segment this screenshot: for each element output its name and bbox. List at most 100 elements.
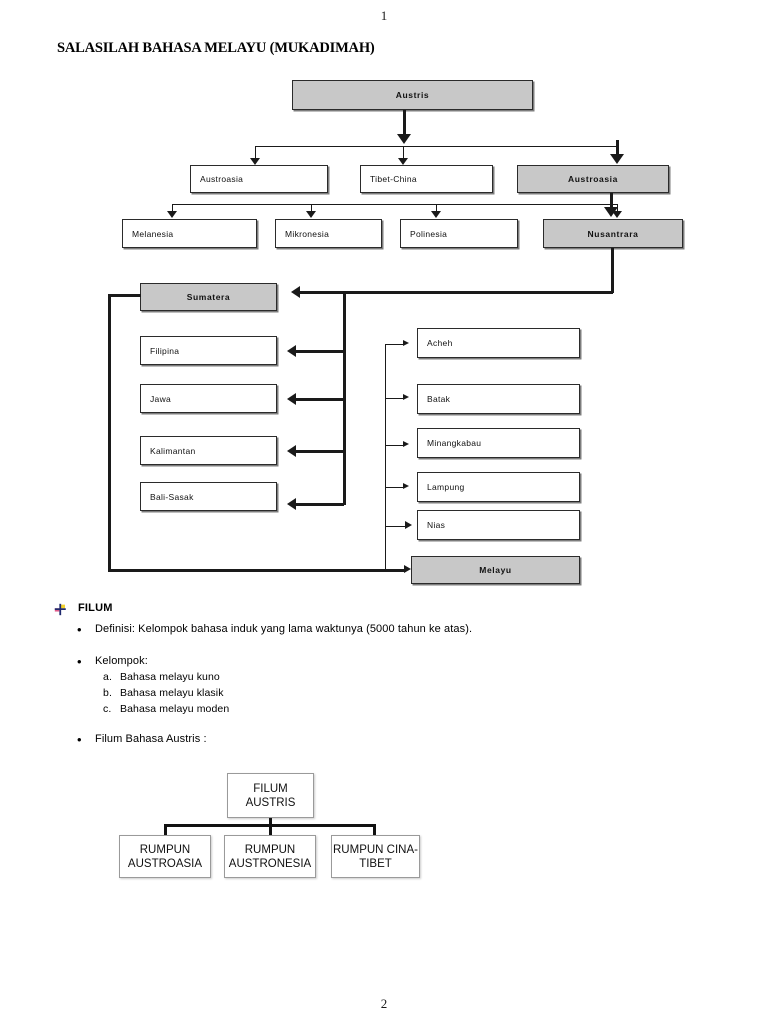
node-filipina: Filipina (140, 336, 277, 365)
node-sumatera: Sumatera (140, 283, 277, 311)
connector-austroasia-nusantrara (610, 193, 613, 209)
bullet-text: Definisi: Kelompok bahasa induk yang lam… (95, 623, 473, 635)
connector-right-trunk (385, 344, 386, 570)
node-bali-sasak: Bali-Sasak (140, 482, 277, 511)
bullet-filum-bahasa-austris: • Filum Bahasa Austris : (77, 733, 207, 746)
connector-to-nias (385, 526, 407, 527)
connector-to-jawa (296, 398, 344, 401)
orgchart-node-rumpun-cina-tibet: RUMPUN CINA- TIBET (331, 835, 420, 878)
connector-level2-right-drop (616, 140, 619, 156)
connector-root-down (403, 110, 406, 136)
arrowhead-level3-melanesia (167, 211, 177, 218)
list-item-label: Bahasa melayu klasik (120, 687, 224, 699)
list-marker: c. (103, 703, 112, 715)
node-mikronesia: Mikronesia (275, 219, 382, 248)
four-color-cross-icon (54, 603, 66, 616)
connector-outer-loop-down (108, 294, 111, 572)
arrowhead-acheh (403, 340, 409, 346)
bullet-dot: • (77, 622, 82, 637)
arrowhead-minangkabau (403, 441, 409, 447)
orgchart-connector-root-stem (269, 818, 272, 836)
list-item-klasik: b. Bahasa melayu klasik (103, 687, 224, 699)
list-marker: b. (103, 687, 112, 699)
arrowhead-root-down (397, 134, 411, 144)
bullet-text: Kelompok: (95, 655, 148, 667)
node-austroasia: Austroasia (190, 165, 328, 193)
arrowhead-level3-nusantrara-thin (612, 211, 622, 218)
connector-outer-loop-bottom (108, 569, 406, 572)
arrowhead-level3-mikronesia (306, 211, 316, 218)
orgchart-node-rumpun-austronesia: RUMPUN AUSTRONESIA (224, 835, 316, 878)
connector-to-bali-sasak (296, 503, 344, 506)
orgchart-node-line2: AUSTROASIA (127, 857, 203, 870)
connector-to-kalimantan (296, 450, 344, 453)
connector-to-minangkabau (385, 445, 404, 446)
connector-nusantrara-down (611, 248, 614, 293)
connector-level3-bus (172, 204, 617, 205)
bullet-text: Filum Bahasa Austris : (95, 733, 207, 745)
bullet-dot: • (77, 654, 82, 669)
list-item-moden: c. Bahasa melayu moden (103, 703, 230, 715)
arrowhead-bali-sasak (287, 498, 296, 510)
orgchart-node-line1: FILUM (253, 782, 288, 795)
node-nias: Nias (417, 510, 580, 540)
page-number-top: 1 (380, 8, 388, 23)
section-heading-filum: FILUM (78, 602, 113, 614)
arrowhead-filipina (287, 345, 296, 357)
bullet-dot: • (77, 732, 82, 747)
connector-left-trunk (343, 291, 346, 505)
node-nusantrara: Nusantrara (543, 219, 683, 248)
orgchart-node-line1: RUMPUN (139, 843, 191, 856)
orgchart-node-line2: TIBET (359, 857, 392, 870)
arrowhead-level2-austroasia-gray (610, 154, 624, 164)
connector-level3-d2 (311, 204, 312, 212)
arrowhead-kalimantan (287, 445, 296, 457)
orgchart-node-line2: AUSTRONESIA (228, 857, 312, 870)
salasilah-diagram: Austris Austroasia Tibet-China Austroasi… (108, 80, 683, 584)
node-austroasia-gray: Austroasia (517, 165, 669, 193)
connector-level3-d3 (436, 204, 437, 212)
arrowhead-sumatera (291, 286, 300, 298)
orgchart-connector-drop-left (164, 824, 167, 836)
list-marker: a. (103, 671, 112, 683)
orgchart-connector-drop-right (373, 824, 376, 836)
page-title: SALASILAH BAHASA MELAYU (MUKADIMAH) (57, 40, 375, 56)
page-number-bottom: 2 (380, 996, 388, 1011)
connector-to-filipina (296, 350, 344, 353)
orgchart-node-filum-austris: FILUM AUSTRIS (227, 773, 314, 818)
connector-level2-bus (255, 146, 618, 147)
node-austris: Austris (292, 80, 533, 110)
node-melanesia: Melanesia (122, 219, 257, 248)
list-item-label: Bahasa melayu kuno (120, 671, 220, 683)
orgchart-connector-bus (164, 824, 376, 827)
orgchart-node-rumpun-austroasia: RUMPUN AUSTROASIA (119, 835, 211, 878)
arrowhead-batak (403, 394, 409, 400)
connector-level2-mid-drop (403, 146, 404, 160)
connector-to-lampung (385, 487, 404, 488)
arrowhead-melayu (404, 565, 411, 573)
bullet-definisi: • Definisi: Kelompok bahasa induk yang l… (77, 623, 473, 636)
bullet-kelompok: • Kelompok: (77, 655, 148, 668)
list-item-label: Bahasa melayu moden (120, 703, 230, 715)
node-lampung: Lampung (417, 472, 580, 502)
orgchart-node-line1: RUMPUN (244, 843, 296, 856)
arrowhead-lampung (403, 483, 409, 489)
connector-level2-left-drop (255, 146, 256, 160)
orgchart-node-line2: AUSTRIS (245, 796, 296, 809)
node-batak: Batak (417, 384, 580, 414)
arrowhead-level3-polinesia (431, 211, 441, 218)
connector-sumatera-left-stub (108, 294, 141, 297)
arrowhead-jawa (287, 393, 296, 405)
node-kalimantan: Kalimantan (140, 436, 277, 465)
list-item-kuno: a. Bahasa melayu kuno (103, 671, 220, 683)
node-acheh: Acheh (417, 328, 580, 358)
connector-to-acheh (385, 344, 404, 345)
arrowhead-level2-tibet-china (398, 158, 408, 165)
arrowhead-nias (405, 521, 412, 529)
node-jawa: Jawa (140, 384, 277, 413)
orgchart-node-line1: RUMPUN CINA- (333, 843, 418, 856)
node-polinesia: Polinesia (400, 219, 518, 248)
arrowhead-nusantrara (604, 207, 618, 217)
